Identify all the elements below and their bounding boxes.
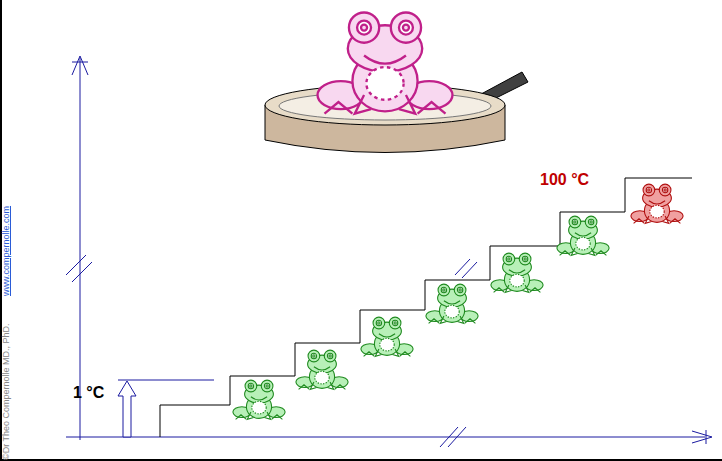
staircase	[160, 178, 692, 437]
temperature-label: 100 °C	[540, 172, 589, 188]
frog-in-pan	[318, 12, 453, 113]
hot-frog	[631, 184, 683, 223]
watermark-link: www.compernolle.com	[2, 206, 11, 296]
step-marker	[118, 380, 214, 437]
frame	[0, 459, 722, 461]
axes	[66, 56, 712, 447]
temperature-label: 1 °C	[73, 385, 104, 401]
watermark: ©Dr Theo Compernolle MD., PhD.	[2, 323, 11, 460]
frogs	[233, 216, 609, 419]
break-mark	[455, 259, 477, 278]
